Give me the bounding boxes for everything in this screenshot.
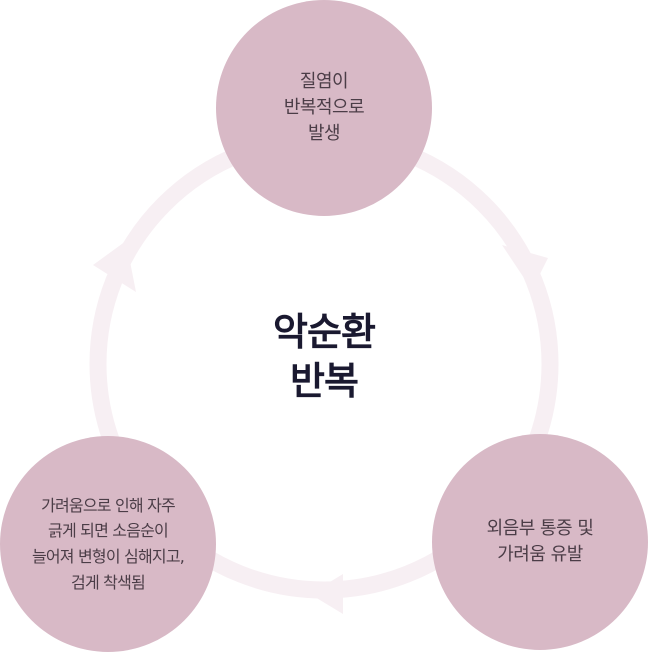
- center-label: 악순환 반복: [273, 310, 376, 403]
- node-label-top: 질염이 반복적으로 발생: [283, 70, 365, 145]
- cycle-node-deformation-pigmentation: 가려움으로 인해 자주 긁게 되면 소음순이 늘어져 변형이 심해지고, 검게 …: [0, 436, 216, 652]
- arrow-right-icon: [502, 245, 548, 290]
- cycle-node-pain-itching: 외음부 통증 및 가려움 유발: [432, 434, 648, 650]
- arrow-left-icon: [93, 241, 136, 292]
- node-label-left: 가려움으로 인해 자주 긁게 되면 소음순이 늘어져 변형이 심해지고, 검게 …: [31, 495, 185, 592]
- cycle-node-recurrent-vaginitis: 질염이 반복적으로 발생: [216, 0, 432, 216]
- node-label-right: 외음부 통증 및 가려움 유발: [486, 517, 594, 565]
- arrow-bottom-icon: [310, 574, 343, 614]
